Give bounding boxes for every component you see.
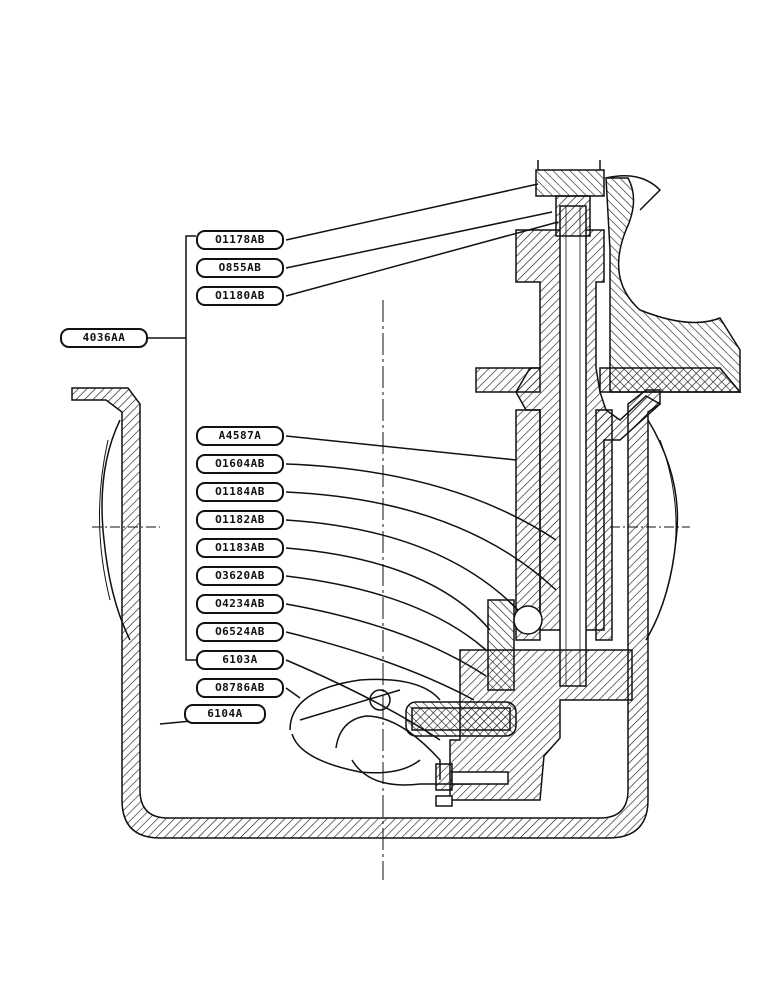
part-label: O1180AB xyxy=(196,286,284,306)
drive-gear xyxy=(535,160,605,237)
part-label: O1184AB xyxy=(196,482,284,502)
left-gasket xyxy=(101,419,131,641)
part-label: A4587A xyxy=(196,426,284,446)
oil-strainer xyxy=(289,678,470,786)
part-label: 6103A xyxy=(196,650,284,670)
group-label: 4036AA xyxy=(60,328,148,348)
pump-housing xyxy=(449,599,633,801)
part-label: O1182AB xyxy=(196,510,284,530)
pump-rotor xyxy=(405,701,517,737)
part-label: O6524AB xyxy=(196,622,284,642)
bolt xyxy=(435,763,509,807)
part-label: 6104A xyxy=(184,704,266,724)
part-label: O1183AB xyxy=(196,538,284,558)
part-label: O3620AB xyxy=(196,566,284,586)
part-label: O1604AB xyxy=(196,454,284,474)
right-gasket xyxy=(645,419,679,641)
engine-block xyxy=(475,175,742,393)
part-label: O855AB xyxy=(196,258,284,278)
part-label: O8786AB xyxy=(196,678,284,698)
leader-lines xyxy=(146,183,559,741)
drive-shaft xyxy=(559,205,587,687)
pump-body xyxy=(515,409,541,641)
part-label: O1178AB xyxy=(196,230,284,250)
part-label: O4234AB xyxy=(196,594,284,614)
